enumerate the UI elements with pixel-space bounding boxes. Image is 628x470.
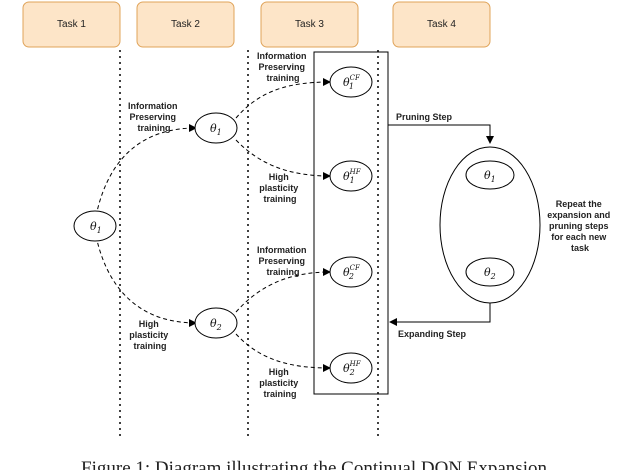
arrow-theta1-to-theta2-stage2 xyxy=(95,235,197,327)
node-theta2-cf xyxy=(329,256,373,288)
label-info-preserving-1: Information Preserving training xyxy=(128,101,180,133)
arrow-theta1s2-to-theta1hf xyxy=(235,139,331,180)
node-theta2-hf xyxy=(329,352,373,384)
node-theta1-stage2-label: θ1 xyxy=(210,122,222,137)
label-pruning-step: Pruning Step xyxy=(396,112,453,122)
label-info-preserving-t3a: Information Preserving training xyxy=(257,51,309,83)
task3-frame xyxy=(313,51,389,395)
task-header-label: Task 4 xyxy=(427,19,456,30)
arrow-theta1s2-to-theta1cf xyxy=(235,78,331,119)
node-theta1-hf xyxy=(329,160,373,192)
label-high-plasticity-1: High plasticity training xyxy=(129,319,171,351)
label-repeat-note: Repeat the expansion and pruning steps f… xyxy=(547,199,613,253)
label-high-plasticity-t3a: High plasticity training xyxy=(259,172,301,204)
node-pruned-1 xyxy=(465,160,515,190)
task-header-label: Task 3 xyxy=(295,19,324,30)
figure-caption: Figure 1: Diagram illustrating the Conti… xyxy=(81,458,547,470)
node-theta2-stage2 xyxy=(194,307,238,339)
task-header-label: Task 1 xyxy=(57,19,86,30)
task-header-4: Task 4 xyxy=(392,1,491,48)
pruning-arrow xyxy=(388,124,494,144)
node-theta1-label: θ1 xyxy=(90,220,102,235)
label-info-preserving-t3b: Information Preserving training xyxy=(257,245,309,277)
label-high-plasticity-t3b: High plasticity training xyxy=(259,367,301,399)
node-theta1-stage2 xyxy=(194,112,238,144)
label-expanding-step: Expanding Step xyxy=(398,329,467,339)
pruned-container xyxy=(439,146,541,304)
expanding-arrow xyxy=(389,303,491,326)
arrow-theta2s2-to-theta2cf xyxy=(235,268,331,313)
node-pruned-2 xyxy=(465,257,515,287)
task-header-label: Task 2 xyxy=(171,19,200,30)
arrow-theta1-to-theta1-stage2 xyxy=(95,124,197,217)
node-pruned-2-label: θ2 xyxy=(484,266,496,281)
task-header-1: Task 1 xyxy=(22,1,121,48)
node-theta1 xyxy=(73,210,117,242)
task-header-2: Task 2 xyxy=(136,1,235,48)
node-theta1-cf xyxy=(329,66,373,98)
task-header-3: Task 3 xyxy=(260,1,359,48)
node-theta2-stage2-label: θ2 xyxy=(210,317,222,332)
arrow-theta2s2-to-theta2hf xyxy=(235,333,331,372)
node-pruned-1-label: θ1 xyxy=(484,169,496,184)
